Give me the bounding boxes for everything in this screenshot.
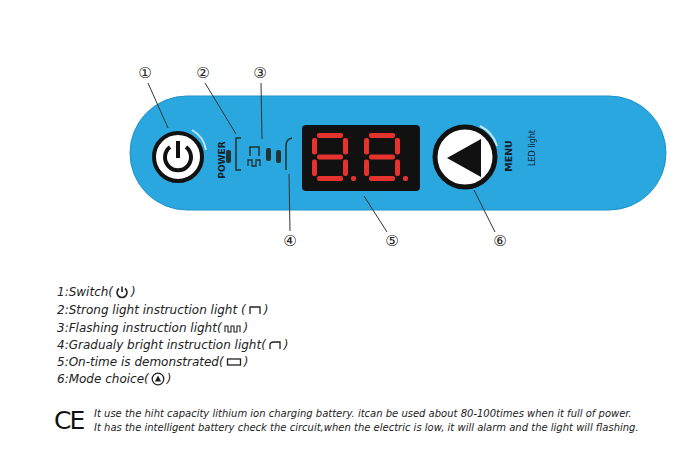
legend-line: 2:Strong light instruction light (: [57, 303, 246, 317]
display-segment: [312, 160, 317, 177]
display-segment: [369, 133, 395, 138]
flashing-symbol: [248, 160, 260, 166]
note-text: It use the hiht capacity lithium ion cha…: [94, 408, 632, 420]
legend-line: ): [167, 372, 172, 386]
callout-number: ⑤: [385, 233, 398, 249]
display-segment: [403, 176, 408, 181]
leader-line: [289, 174, 290, 231]
display-segment: [369, 155, 395, 160]
menu-label: MENU: [503, 140, 514, 172]
bracket: [236, 138, 241, 170]
legend-line: 1:Switch(: [57, 285, 113, 299]
power-label: POWER: [217, 141, 227, 178]
legend-line: ): [264, 303, 269, 317]
strong-light-icon: [248, 303, 262, 317]
led-display: [302, 125, 420, 191]
legend-line: 4:Gradualy bright instruction light(: [57, 338, 266, 352]
display-segment: [364, 160, 369, 177]
legend-line: ): [244, 321, 249, 335]
display-segment: [369, 176, 395, 181]
flashing-icon: [224, 321, 242, 335]
leader-line: [148, 83, 168, 128]
display-segment: [343, 160, 348, 177]
display-segment: [395, 138, 400, 155]
menu-button: [435, 127, 495, 187]
display-segment: [312, 138, 317, 155]
callout-number: ①: [138, 65, 151, 81]
led-light-label: LED light: [528, 130, 537, 166]
panel-text-area: POWER MENU LED light: [130, 96, 666, 210]
power-button: [154, 133, 202, 181]
legend-line: ): [284, 338, 289, 352]
leader-line: [261, 83, 262, 139]
power-icon: [176, 141, 180, 158]
display-segment: [317, 155, 343, 160]
indicator-light: [266, 148, 271, 161]
mode-triangle: [447, 139, 481, 177]
ce-mark: CE: [54, 408, 83, 434]
legend-line: ): [244, 355, 249, 369]
control-panel: [130, 96, 666, 210]
leader-line: [474, 190, 495, 232]
switch-icon: [115, 285, 129, 299]
leader-line: [364, 196, 387, 232]
gradual-symbol: [286, 138, 292, 170]
callout-number: ④: [283, 233, 296, 249]
callout-number: ③: [253, 65, 266, 81]
display-segment: [317, 133, 343, 138]
display-segment: [351, 176, 356, 181]
legend-line: 5:On-time is demonstrated(: [57, 355, 224, 369]
seven-segment-digits: [312, 133, 408, 181]
display-segment: [317, 176, 343, 181]
mode-icon: [151, 372, 165, 386]
display-segment: [364, 138, 369, 155]
note-text: It has the intelligent battery check the…: [94, 422, 639, 434]
strong-light-symbol: [250, 147, 259, 156]
legend-line: 3:Flashing instruction light(: [57, 321, 222, 335]
callout-number: ⑥: [493, 233, 506, 249]
gradual-icon: [268, 338, 282, 352]
leader-line: [205, 83, 236, 134]
on-time-icon: [226, 355, 242, 369]
callout-number: ②: [196, 65, 209, 81]
display-segment: [395, 160, 400, 177]
display-segment: [343, 138, 348, 155]
indicator-light: [276, 150, 281, 163]
legend-line: ): [131, 285, 136, 299]
legend-line: 6:Mode choice(: [57, 372, 149, 386]
